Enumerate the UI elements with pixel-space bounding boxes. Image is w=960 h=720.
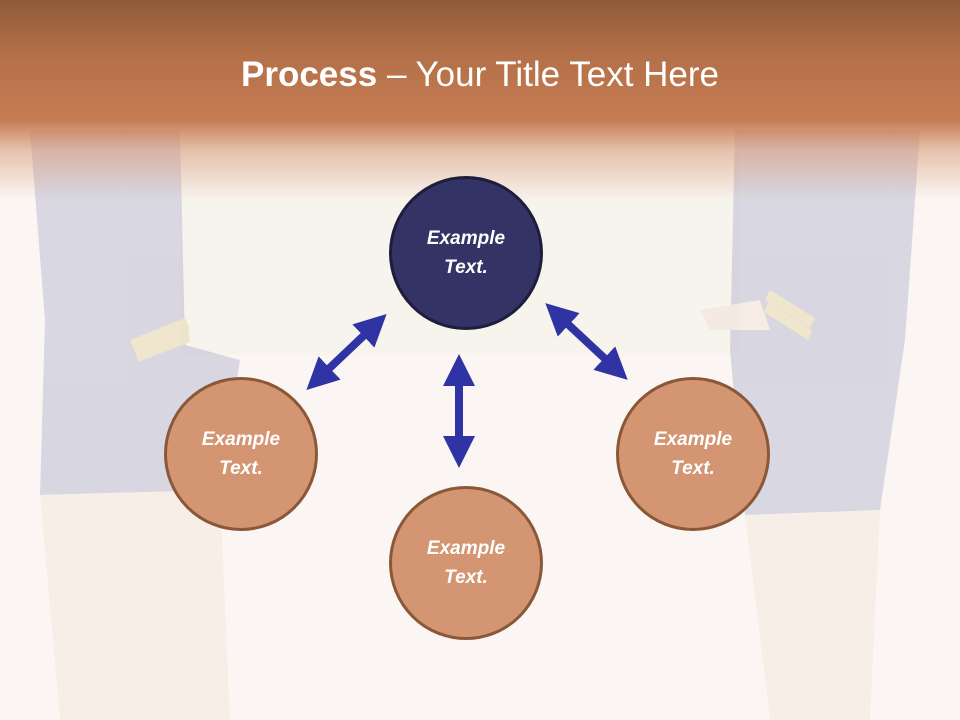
title-bold: Process [241, 55, 378, 94]
title-rest: – Your Title Text Here [377, 55, 719, 94]
left-node: Example Text. [164, 377, 318, 531]
bottom-node-line1: Example [426, 538, 506, 559]
center-node: Example Text. [389, 176, 543, 330]
double-arrow-left-icon [306, 313, 387, 391]
double-arrow-right-icon [545, 303, 628, 380]
left-node-line2: Text. [219, 458, 263, 479]
right-figure [700, 130, 920, 720]
center-node-line1: Example [426, 228, 506, 249]
right-node-line2: Text. [671, 458, 715, 479]
right-node: Example Text. [616, 377, 770, 531]
bottom-node: Example Text. [389, 486, 543, 640]
right-node-line1: Example [653, 429, 733, 450]
bottom-node-line2: Text. [444, 567, 488, 588]
title-banner [0, 0, 960, 200]
center-node-line2: Text. [444, 257, 488, 278]
left-node-line1: Example [201, 429, 281, 450]
slide-title: Process – Your Title Text Here [0, 52, 960, 98]
